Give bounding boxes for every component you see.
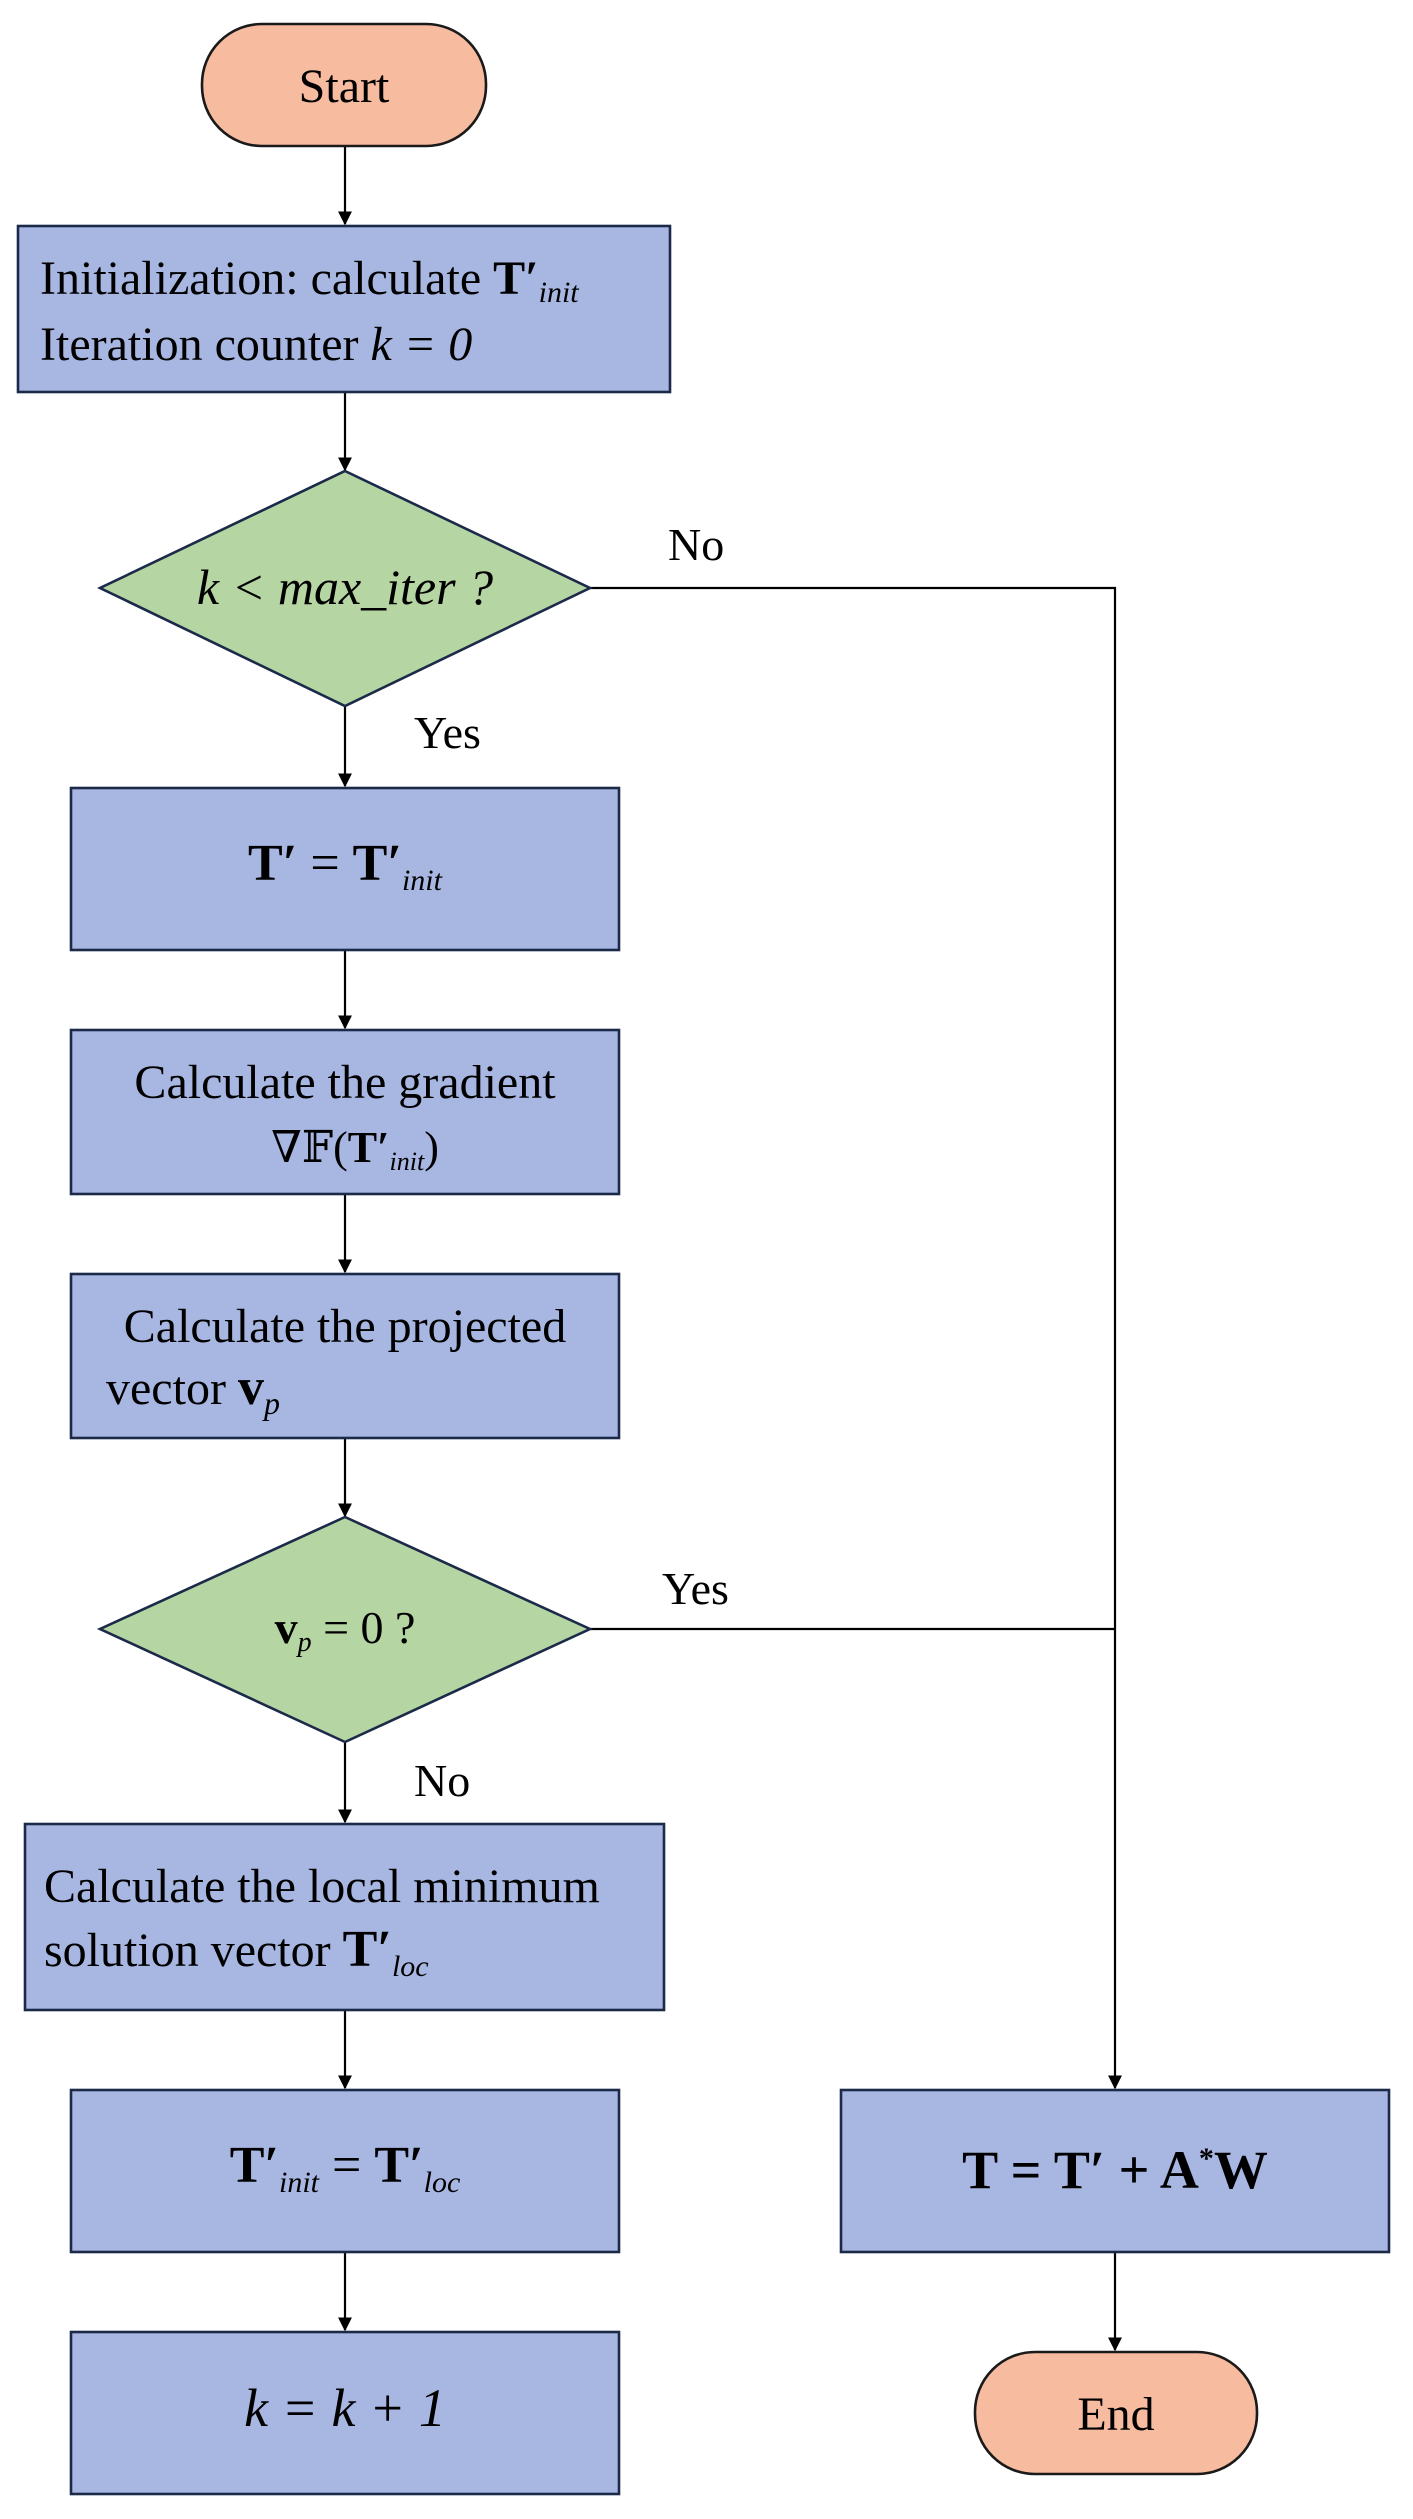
gradient-line2: ∇𝔽(T′init) bbox=[271, 1123, 439, 1176]
edge-iter-no-to-result bbox=[590, 586, 1122, 2090]
start-node: Start bbox=[200, 22, 488, 148]
edges bbox=[338, 146, 1122, 2352]
decision-vp-shape bbox=[96, 1515, 594, 1744]
start-label: Start bbox=[299, 60, 390, 113]
gradient-node: Calculate the gradient ∇𝔽(T′init) bbox=[69, 1028, 621, 1196]
decision-vp-label: vp = 0 ? bbox=[275, 1602, 416, 1658]
decision-iter-node: k < max_iter ? bbox=[96, 469, 594, 708]
label-iter-yes: Yes bbox=[414, 707, 481, 758]
decision-iter-shape bbox=[96, 469, 594, 708]
result-label: T = T′ + A*W bbox=[962, 2140, 1268, 2200]
edge-labels: No Yes Yes No bbox=[414, 519, 729, 1806]
local-min-shape bbox=[23, 1822, 666, 2012]
assign-init-label: T′ = T′init bbox=[248, 835, 443, 897]
local-min-line2: solution vector T′loc bbox=[44, 1921, 429, 1983]
gradient-line1: Calculate the gradient bbox=[134, 1056, 556, 1109]
assign-init-node: T′ = T′init bbox=[69, 786, 621, 952]
assign-loc-shape bbox=[69, 2088, 621, 2254]
increment-node: k = k + 1 bbox=[69, 2330, 621, 2496]
projected-node: Calculate the projected vector vp bbox=[69, 1272, 621, 1440]
init-shape bbox=[16, 224, 672, 394]
assign-init-shape bbox=[69, 786, 621, 952]
increment-shape bbox=[69, 2330, 621, 2496]
end-node: End bbox=[973, 2350, 1259, 2476]
assign-loc-node: T′init = T′loc bbox=[69, 2088, 621, 2254]
end-label: End bbox=[1077, 2388, 1154, 2441]
label-vp-yes: Yes bbox=[662, 1563, 729, 1614]
end-shape bbox=[973, 2350, 1259, 2476]
local-min-line1: Calculate the local minimum bbox=[44, 1860, 600, 1913]
assign-loc-label: T′init = T′loc bbox=[230, 2137, 461, 2199]
projected-line2: vector vp bbox=[106, 1359, 280, 1421]
label-iter-no: No bbox=[668, 519, 724, 570]
result-shape bbox=[839, 2088, 1391, 2254]
decision-iter-label: k < max_iter ? bbox=[197, 559, 493, 615]
init-line2: Iteration counter k = 0 bbox=[40, 318, 472, 371]
projected-line1: Calculate the projected bbox=[124, 1300, 566, 1353]
init-line1: Initialization: calculate T′init bbox=[40, 252, 579, 309]
gradient-shape bbox=[69, 1028, 621, 1196]
local-min-node: Calculate the local minimum solution vec… bbox=[23, 1822, 666, 2012]
init-node: Initialization: calculate T′init Iterati… bbox=[16, 224, 672, 394]
projected-shape bbox=[69, 1272, 621, 1440]
start-shape bbox=[200, 22, 488, 148]
result-node: T = T′ + A*W bbox=[839, 2088, 1391, 2254]
label-vp-no: No bbox=[414, 1755, 470, 1806]
increment-label: k = k + 1 bbox=[244, 2378, 446, 2438]
decision-vp-node: vp = 0 ? bbox=[96, 1515, 594, 1744]
